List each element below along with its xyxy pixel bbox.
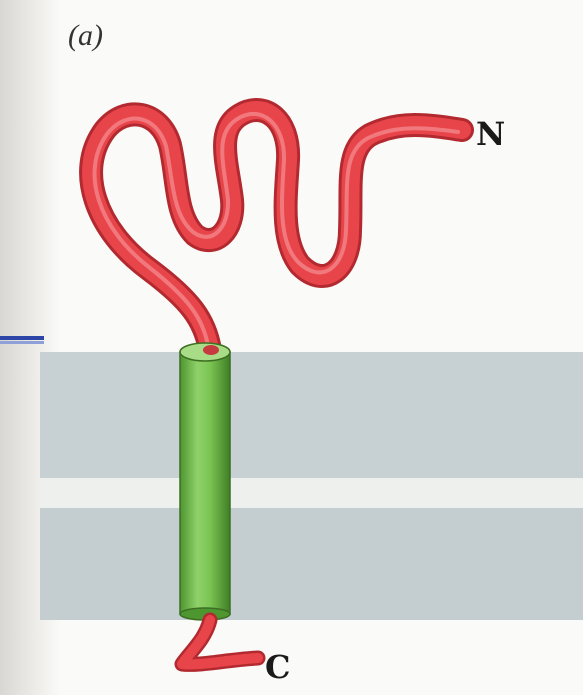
membrane-inner-leaflet	[40, 508, 583, 620]
panel-label: (a)	[68, 19, 103, 52]
helix-top-loop-entry	[203, 345, 219, 355]
helix-body	[180, 352, 230, 614]
c-terminus-label: C	[265, 648, 290, 686]
slide-bar-light	[0, 341, 44, 344]
slide-bar	[0, 336, 44, 340]
transmembrane-helix	[180, 343, 230, 620]
n-terminus-label: N	[476, 115, 505, 153]
membrane-gap	[40, 478, 583, 508]
membrane-outer-leaflet	[40, 352, 583, 478]
